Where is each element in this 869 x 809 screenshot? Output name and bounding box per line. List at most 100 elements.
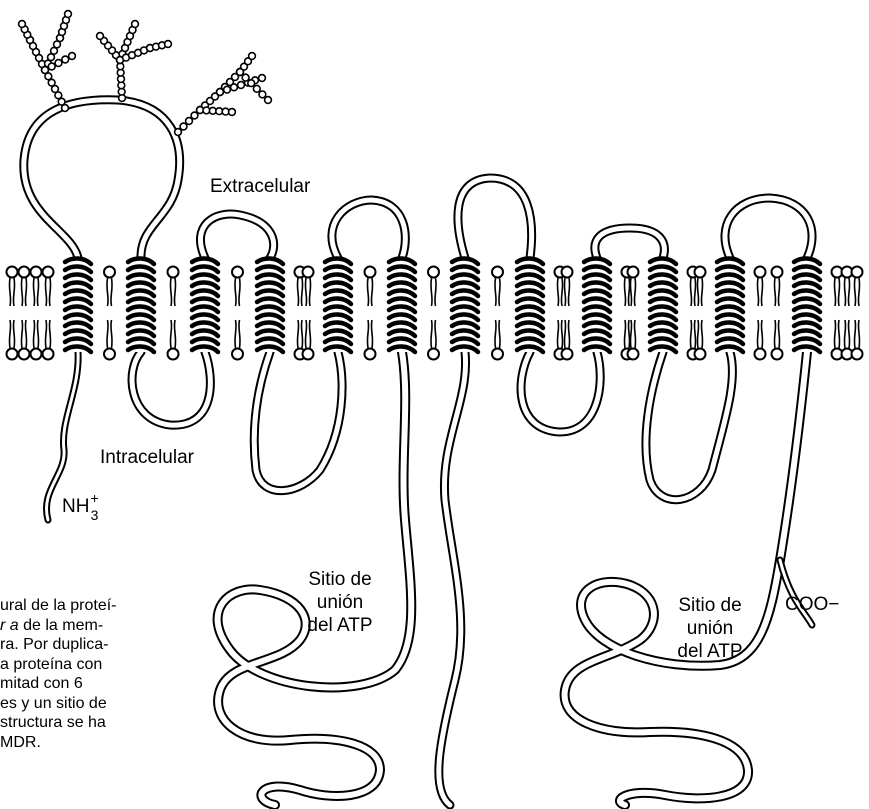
transmembrane-helix — [516, 258, 544, 352]
lipid-tail — [49, 320, 50, 348]
lipid-tail — [834, 278, 835, 306]
lipid-head-outer — [755, 267, 766, 278]
lipid-tail — [174, 278, 175, 306]
lipid-head-inner — [19, 349, 30, 360]
lipid-tail — [561, 320, 562, 348]
lipid-head-outer — [852, 267, 863, 278]
lipid-tail — [239, 278, 240, 306]
lipid-tail — [630, 278, 631, 306]
lipid-head-outer — [43, 267, 54, 278]
lipid-head-inner — [428, 349, 439, 360]
lipid-tail — [757, 320, 758, 348]
lipid-tail — [37, 278, 38, 306]
atp1-line: Sitio de — [290, 568, 390, 591]
lipid-head-inner — [31, 349, 42, 360]
lipid-head-inner — [303, 349, 314, 360]
sugar-bead — [259, 91, 266, 98]
lipid-head-outer — [628, 267, 639, 278]
phospholipid — [232, 267, 243, 360]
sugar-bead — [265, 97, 272, 104]
lipid-tail — [45, 320, 46, 348]
intracellular-loop-4 — [646, 352, 733, 500]
extracellular-loop-1 — [24, 100, 180, 258]
transmembrane-helix — [324, 258, 352, 352]
extracellular-loop-3 — [332, 200, 405, 258]
lipid-tail — [701, 278, 702, 306]
lipid-head-outer — [365, 267, 376, 278]
lipid-tail — [9, 278, 10, 306]
lipid-tail — [111, 320, 112, 348]
lipid-tail — [834, 320, 835, 348]
lipid-tail — [371, 320, 372, 348]
transmembrane-helix — [583, 258, 611, 352]
lipid-tail — [778, 320, 779, 348]
lipid-tail — [557, 320, 558, 348]
sugar-bead — [55, 60, 62, 67]
extracellular-loop-5 — [595, 228, 665, 258]
lipid-tail — [25, 278, 26, 306]
sugar-bead — [253, 85, 260, 92]
lipid-head-inner — [772, 349, 783, 360]
lipid-head-outer — [104, 267, 115, 278]
lipid-tail — [431, 278, 432, 306]
phospholipid — [31, 267, 42, 360]
lipid-tail — [13, 320, 14, 348]
lipid-tail — [367, 320, 368, 348]
atp-binding-site-label-2: Sitio de unión del ATP — [660, 594, 760, 663]
transmembrane-helix — [127, 258, 155, 352]
atp1-line: unión — [290, 591, 390, 614]
lipid-tail — [25, 320, 26, 348]
lipid-tail — [694, 278, 695, 306]
lipid-tail — [431, 320, 432, 348]
lipid-tail — [844, 320, 845, 348]
lipid-tail — [305, 278, 306, 306]
phospholipid — [365, 267, 376, 360]
sugar-bead — [180, 123, 187, 130]
lipid-head-outer — [232, 267, 243, 278]
phospholipid — [7, 267, 18, 360]
caption-line: a proteína con — [0, 655, 190, 675]
extracellular-loop-6 — [725, 198, 812, 258]
n-terminal-tail — [46, 352, 78, 520]
lipid-tail — [564, 278, 565, 306]
lipid-tail — [235, 320, 236, 348]
lipid-tail — [33, 278, 34, 306]
sugar-bead — [237, 69, 244, 76]
lipid-tail — [435, 278, 436, 306]
phospholipid — [688, 267, 699, 360]
amino-terminus-subscript: 3 — [91, 507, 99, 523]
lipid-tail — [778, 278, 779, 306]
transmembrane-helix — [793, 258, 821, 352]
sugar-bead — [249, 53, 256, 60]
transmembrane-helix — [191, 258, 219, 352]
lipid-tail — [774, 278, 775, 306]
extracellular-loop-4 — [458, 178, 532, 258]
sugar-bead — [229, 109, 236, 116]
lipid-head-inner — [695, 349, 706, 360]
sugar-bead — [65, 11, 72, 18]
lipid-head-inner — [628, 349, 639, 360]
sugar-bead — [42, 67, 49, 74]
lipid-tail — [499, 320, 500, 348]
lipid-head-inner — [168, 349, 179, 360]
lipid-tail — [774, 320, 775, 348]
lipid-head-inner — [755, 349, 766, 360]
lipid-tail — [309, 320, 310, 348]
lipid-tail — [45, 278, 46, 306]
intracellular-loop-3 — [521, 352, 600, 432]
sugar-bead — [97, 33, 104, 40]
lipid-head-outer — [428, 267, 439, 278]
sugar-bead — [48, 63, 55, 70]
lipid-tail — [499, 278, 500, 306]
lipid-tail — [697, 320, 698, 348]
lipid-tail — [557, 278, 558, 306]
lipid-tail — [13, 278, 14, 306]
sugar-bead — [238, 82, 245, 89]
phospholipid — [295, 267, 306, 360]
phospholipid — [695, 267, 706, 360]
caption-line: r a de la mem- — [0, 616, 190, 636]
glycosylation-chains — [19, 11, 272, 136]
linker-region — [439, 352, 466, 805]
lipid-tail — [170, 320, 171, 348]
lipid-tail — [624, 278, 625, 306]
